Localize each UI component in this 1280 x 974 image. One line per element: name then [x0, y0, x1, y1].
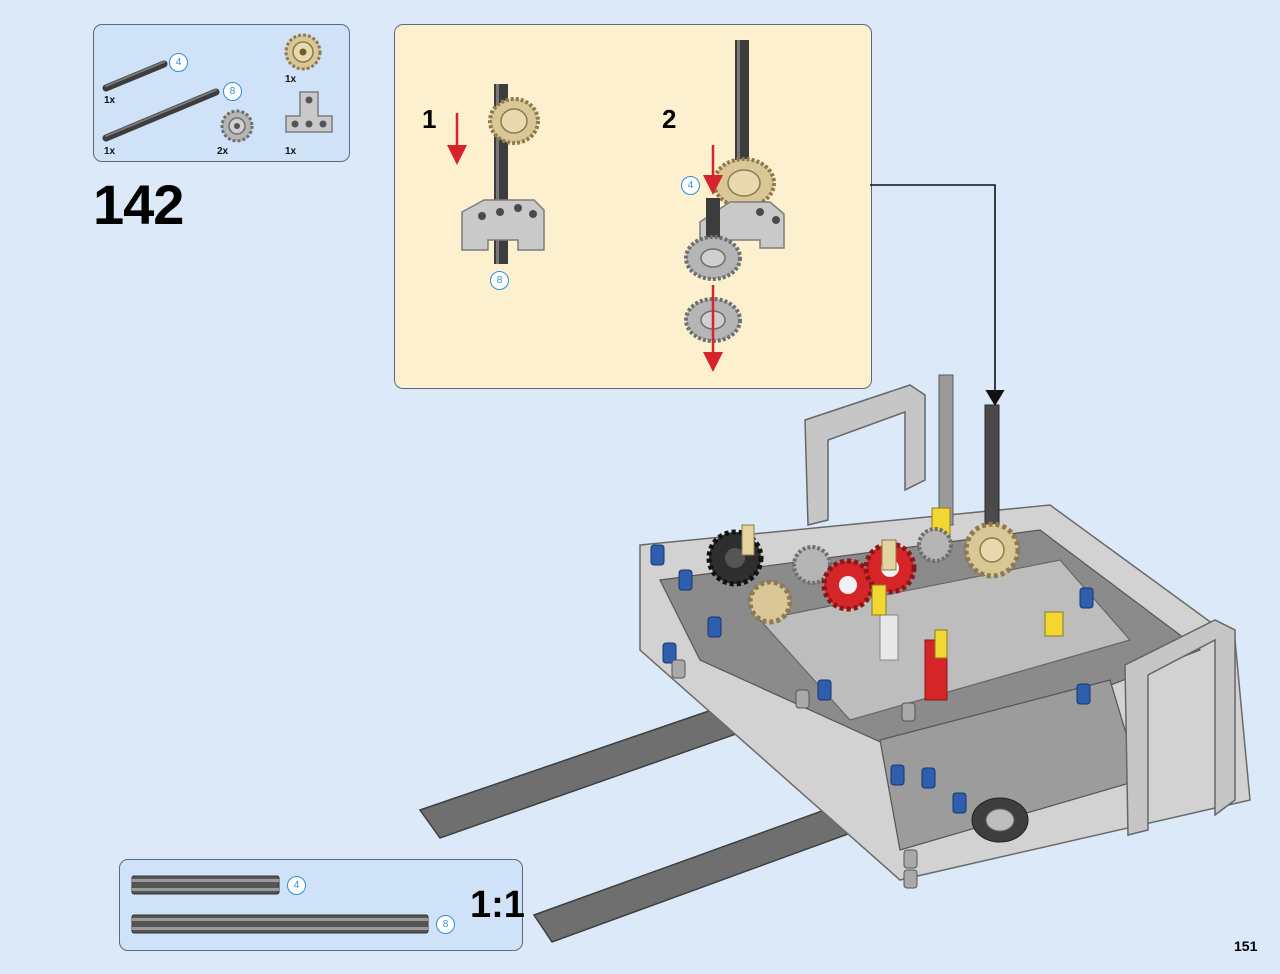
- hub-wheel: [971, 797, 1029, 843]
- scale-label: 1:1: [470, 884, 525, 926]
- axle-4-part: [102, 60, 168, 92]
- grey-gear-part: [220, 109, 254, 143]
- callout-connector-arrow: [870, 184, 1005, 406]
- substep-1-drawing: [447, 84, 545, 264]
- blue-pins: [650, 544, 1094, 814]
- part-qty: 1x: [104, 146, 116, 157]
- axle-8-part: [102, 88, 220, 142]
- length-badge: 4: [169, 53, 188, 72]
- length-badge: 8: [490, 271, 509, 290]
- part-qty: 1x: [285, 74, 297, 85]
- scale-callout: [119, 859, 523, 951]
- length-badge: 4: [287, 876, 306, 895]
- grey-pins: [671, 659, 918, 889]
- upper-frame: [804, 384, 1236, 836]
- substep-number: 2: [662, 104, 677, 134]
- substep-2-drawing: [684, 40, 785, 372]
- t-beam-part: [285, 91, 333, 133]
- fork-beams: [418, 689, 902, 943]
- length-badge: 4: [681, 176, 700, 195]
- scale-axle-4: [131, 875, 280, 895]
- gears: [706, 521, 1021, 625]
- scale-axle-8: [131, 914, 429, 934]
- part-qty: 1x: [285, 146, 297, 157]
- page-number: 151: [1234, 938, 1258, 954]
- tan-gear-part: [284, 33, 322, 71]
- substep-number: 1: [422, 104, 437, 134]
- part-qty: 1x: [104, 95, 116, 106]
- step-number: 142: [93, 173, 184, 236]
- length-badge: 8: [223, 82, 242, 101]
- length-badge: 8: [436, 915, 455, 934]
- part-qty: 2x: [217, 146, 229, 157]
